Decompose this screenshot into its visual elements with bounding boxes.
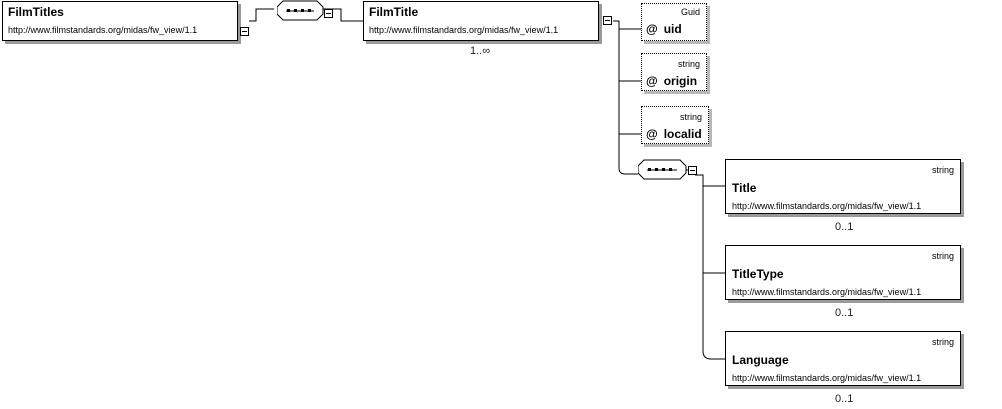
sequence-compositor-icon — [276, 0, 324, 21]
element-titletype[interactable]: string TitleType http://www.filmstandard… — [725, 245, 961, 300]
attribute-label: uid — [663, 22, 682, 36]
cardinality-label: 1..∞ — [470, 45, 491, 57]
element-name: FilmTitle — [369, 5, 419, 19]
attribute-uid[interactable]: Guid @ uid — [641, 3, 707, 41]
element-namespace: http://www.filmstandards.org/midas/fw_vi… — [732, 373, 922, 383]
element-name: TitleType — [732, 267, 784, 281]
cardinality-label: 0..1 — [835, 393, 854, 405]
at-sign-icon: @ — [646, 22, 658, 36]
element-namespace: http://www.filmstandards.org/midas/fw_vi… — [732, 287, 922, 297]
element-filmtitles[interactable]: FilmTitles http://www.filmstandards.org/… — [2, 1, 238, 41]
element-type: string — [931, 251, 954, 261]
attribute-name: @ origin — [646, 74, 697, 88]
sequence-compositor-icon — [637, 159, 687, 180]
element-name: FilmTitles — [8, 5, 64, 19]
attribute-type: string — [679, 112, 702, 122]
element-title[interactable]: string Title http://www.filmstandards.or… — [725, 159, 961, 214]
attribute-type: Guid — [680, 7, 700, 17]
at-sign-icon: @ — [646, 74, 658, 88]
element-type: string — [931, 337, 954, 347]
collapse-toggle[interactable] — [603, 16, 612, 25]
attribute-type: string — [677, 59, 700, 69]
attribute-name: @ uid — [646, 22, 682, 36]
attribute-label: localid — [663, 127, 702, 141]
element-name: Title — [732, 181, 757, 195]
attribute-name: @ localid — [646, 127, 702, 141]
element-namespace: http://www.filmstandards.org/midas/fw_vi… — [369, 25, 559, 35]
attribute-localid[interactable]: string @ localid — [641, 106, 709, 144]
sequence-shape — [637, 159, 687, 180]
element-language[interactable]: string Language http://www.filmstandards… — [725, 331, 961, 386]
attribute-label: origin — [663, 74, 698, 88]
element-name: Language — [732, 353, 789, 367]
cardinality-label: 0..1 — [835, 221, 854, 233]
element-filmtitle[interactable]: FilmTitle http://www.filmstandards.org/m… — [363, 1, 599, 41]
element-type: string — [931, 165, 954, 175]
collapse-toggle[interactable] — [240, 27, 249, 36]
collapse-toggle[interactable] — [688, 166, 697, 175]
attribute-origin[interactable]: string @ origin — [641, 53, 707, 91]
element-namespace: http://www.filmstandards.org/midas/fw_vi… — [732, 201, 922, 211]
sequence-shape — [276, 0, 324, 21]
cardinality-label: 0..1 — [835, 307, 854, 319]
at-sign-icon: @ — [646, 127, 658, 141]
element-namespace: http://www.filmstandards.org/midas/fw_vi… — [8, 25, 198, 35]
collapse-toggle[interactable] — [324, 9, 333, 18]
